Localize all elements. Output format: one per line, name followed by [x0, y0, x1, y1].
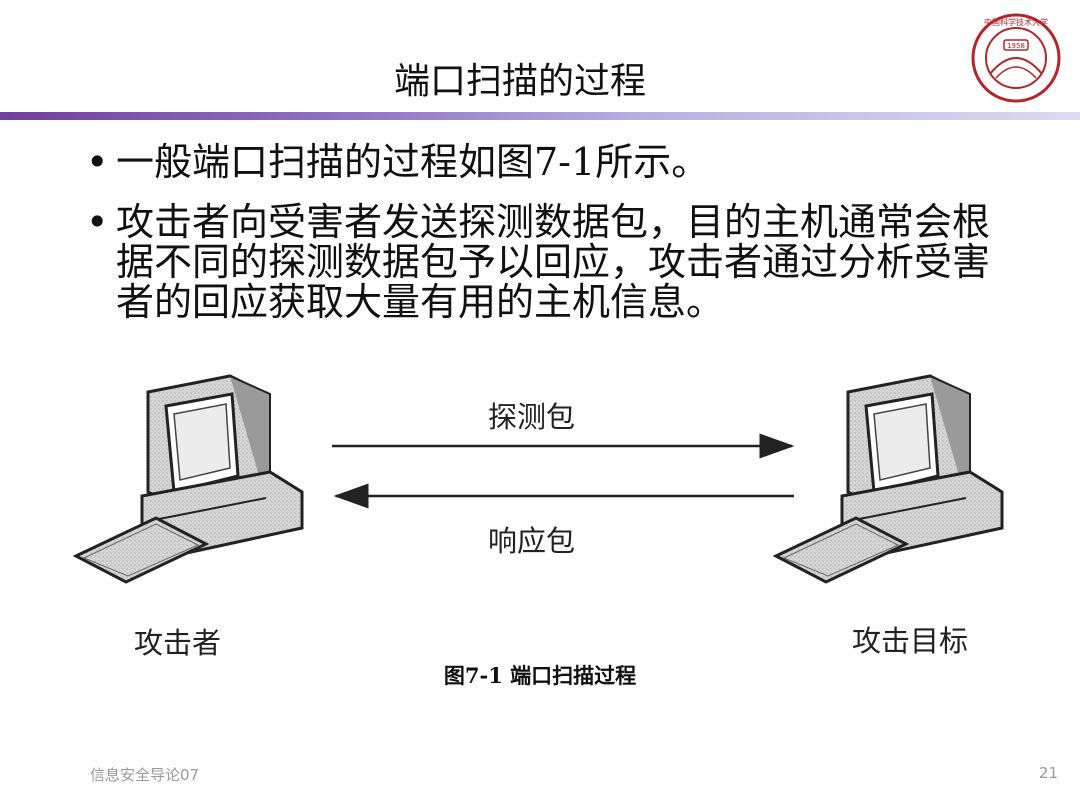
figure-caption: 图7-1 端口扫描过程	[443, 663, 637, 688]
logo-name: 中国科学技术大学	[984, 17, 1048, 27]
attacker-computer-icon	[72, 374, 304, 584]
logo-year: 1958	[1007, 42, 1025, 50]
bullet-text: 攻击者向受害者发送探测数据包，目的主机通常会根据不同的探测数据包予以回应，攻击者…	[116, 200, 991, 324]
bullet-dot: •	[86, 200, 109, 244]
bullet-list: • 一般端口扫描的过程如图7-1所示。 • 攻击者向受害者发送探测数据包，目的主…	[84, 142, 1024, 342]
probe-label: 探测包	[488, 400, 576, 434]
bullet-item: • 一般端口扫描的过程如图7-1所示。	[84, 142, 1024, 182]
target-label: 攻击目标	[852, 624, 969, 658]
bullet-item: • 攻击者向受害者发送探测数据包，目的主机通常会根据不同的探测数据包予以回应，攻…	[84, 202, 1024, 322]
page-number: 21	[1038, 764, 1058, 782]
response-label: 响应包	[488, 524, 576, 558]
attacker-label: 攻击者	[134, 626, 222, 660]
footer-course: 信息安全导论07	[90, 766, 200, 784]
title-divider	[0, 112, 1080, 120]
bullet-dot: •	[86, 140, 109, 184]
slide-title: 端口扫描的过程	[393, 61, 646, 102]
university-logo: 1958 中国科学技术大学	[971, 13, 1061, 103]
target-computer-icon	[772, 374, 1004, 584]
diagram-graphics	[72, 374, 1004, 584]
bullet-text: 一般端口扫描的过程如图7-1所示。	[116, 140, 710, 184]
port-scan-diagram: 探测包 响应包 攻击者 攻击目标	[70, 368, 1010, 668]
